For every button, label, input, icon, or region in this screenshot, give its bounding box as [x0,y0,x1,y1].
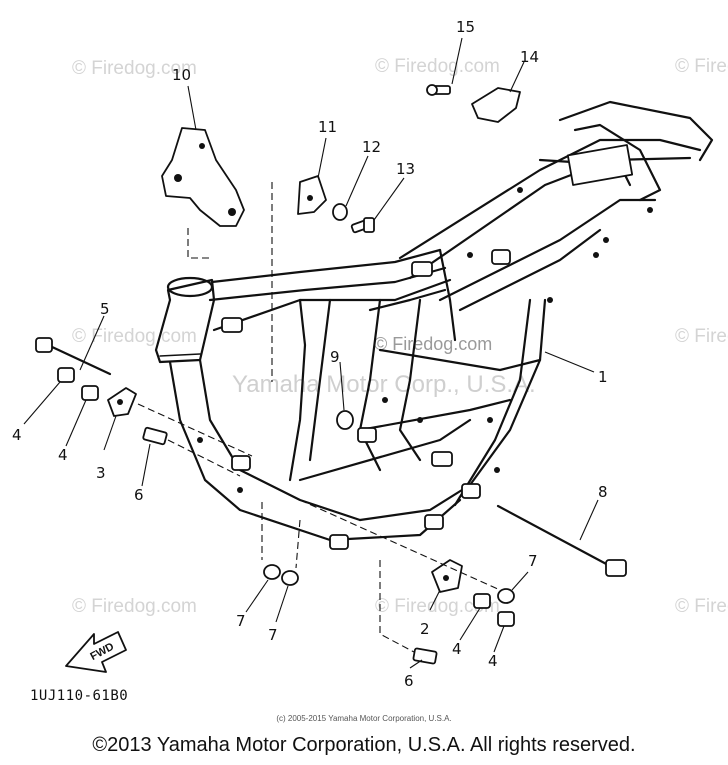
callout-3: 3 [96,464,106,482]
callout-7b: 7 [268,626,278,644]
part-9-nut [336,410,354,430]
part-5-long-bolt [35,337,112,376]
part-11-plate [297,175,327,215]
callout-6a: 6 [134,486,144,504]
part-13-bolt [350,217,375,234]
callout-15: 15 [456,18,475,36]
small-copyright: (c) 2005-2015 Yamaha Motor Corporation, … [276,714,452,723]
leader-3 [137,403,253,457]
callout-leaders [23,37,599,669]
watermark-top-center: © Firedog.com [375,56,500,77]
callout-2: 2 [420,620,430,638]
watermarks: © Firedog.com © Firedog.com © Firedog.co… [72,56,728,617]
watermark-top-left: © Firedog.com [72,58,197,79]
part-14-bracket [471,87,521,123]
motorcycle-frame [154,100,714,550]
leader-2 [299,499,501,591]
callout-9: 9 [330,348,340,366]
watermark-bottom-center: © Firedog.com [375,596,500,617]
leader-7b [295,519,301,569]
part-15-bolt [426,84,451,96]
callout-4a: 4 [12,426,22,444]
callout-6b: 6 [404,672,414,690]
callout-12: 12 [362,138,381,156]
watermark-bottom-right: © Firedog.com [675,596,728,617]
part-6-bolt-left [142,426,168,446]
callout-13: 13 [396,160,415,178]
part-7-nut-right [497,588,515,604]
callout-7c: 7 [528,552,538,570]
callout-11: 11 [318,118,337,136]
callout-4c: 4 [452,640,462,658]
watermark-mid-left: © Firedog.com [72,326,197,347]
callout-1: 1 [598,368,608,386]
part-3-bracket [107,387,137,417]
part-12-nut [332,203,348,221]
callout-numbers: 1 2 3 4 4 4 4 5 6 6 7 7 7 8 9 10 11 12 1… [12,18,608,690]
leader-6a [167,439,241,477]
part-7-nuts-bottom [263,564,299,586]
part-2-bracket [431,559,463,593]
callout-5: 5 [100,300,110,318]
part-6-bolt-right [412,647,438,665]
callout-10: 10 [172,66,191,84]
part-10-bracket [161,127,245,227]
leader-6b [379,560,415,653]
leader-10 [187,228,212,259]
diagram-code: 1UJ110-61B0 [30,688,129,704]
part-4-nuts-right [473,593,515,627]
callout-7a: 7 [236,612,246,630]
callout-14: 14 [520,48,539,66]
watermark-mid-right: © Firedog.com [675,326,728,347]
callout-4b: 4 [58,446,68,464]
watermark-top-right: © Firedog.com [675,56,728,77]
callout-4d: 4 [488,652,498,670]
fwd-arrow-icon: FWD [65,631,127,673]
watermark-center: © Firedog.com [374,334,492,354]
watermark-faded-corp: Yamaha Motor Corp., U.S.A. [232,371,536,398]
watermark-bottom-left: © Firedog.com [72,596,197,617]
footer-copyright: ©2013 Yamaha Motor Corporation, U.S.A. A… [92,734,636,756]
callout-8: 8 [598,483,608,501]
part-4-nuts-left [57,367,99,401]
part-8-long-bolt [496,504,627,577]
